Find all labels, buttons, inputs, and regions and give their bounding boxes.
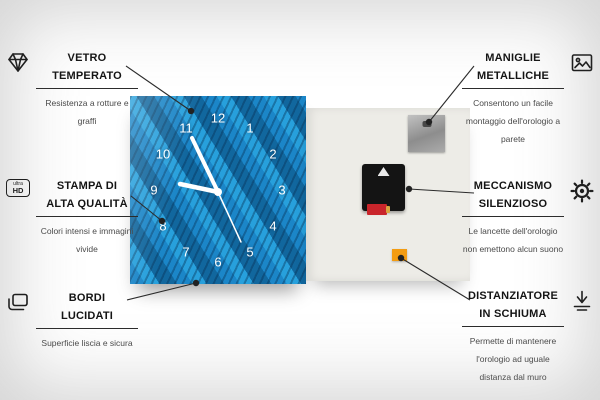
callout-title: STAMPA DI ALTA QUALITÀ: [46, 180, 128, 210]
callout-text: BORDI LUCIDATI Superficie liscia e sicur…: [36, 288, 138, 351]
clock-number: 3: [278, 182, 286, 198]
callout-title: MANIGLIE METALLICHE: [476, 52, 550, 82]
clock-number: 8: [159, 218, 167, 234]
foam-spacer-icon: [570, 289, 594, 313]
clock-number: 5: [246, 244, 254, 260]
callout-text: MECCANISMO SILENZIOSO Le lancette dell'o…: [462, 176, 564, 257]
divider: [36, 328, 138, 329]
callout-text: VETRO TEMPERATO Resistenza a rotture e g…: [36, 48, 138, 129]
callout-vetro-temperato: VETRO TEMPERATO Resistenza a rotture e g…: [6, 48, 138, 129]
callout-subtitle: Resistenza a rotture e graffi: [45, 98, 129, 126]
callout-stampa-alta-qualita: ultra HD STAMPA DI ALTA QUALITÀ Colori i…: [6, 176, 138, 257]
battery: [367, 204, 390, 215]
callout-bordi-lucidati: BORDI LUCIDATI Superficie liscia e sicur…: [6, 288, 138, 351]
divider: [462, 88, 564, 89]
clock-number: 11: [179, 120, 193, 136]
clock-number: 6: [214, 254, 222, 270]
callout-subtitle: Le lancette dell'orologio non emettono a…: [462, 226, 564, 254]
callout-title: BORDI LUCIDATI: [60, 292, 114, 322]
clock-back-image: [306, 108, 470, 281]
callout-title: DISTANZIATORE IN SCHIUMA: [468, 290, 558, 320]
callout-distanziatore-schiuma: DISTANZIATORE IN SCHIUMA Permette di man…: [462, 286, 594, 385]
divider: [462, 216, 564, 217]
callout-subtitle: Consentono un facile montaggio dell'orol…: [465, 98, 561, 144]
clock-number: 7: [182, 244, 190, 260]
metal-hanging-plate: [408, 115, 445, 152]
clock-number: 12: [210, 110, 226, 126]
ultra-hd-icon-text-top: ultra: [13, 180, 23, 187]
clock-mechanism: [362, 164, 405, 215]
clock-front-image: 1 2 3 4 5 6 7 8 9 10 11 12: [130, 96, 306, 284]
callout-text: DISTANZIATORE IN SCHIUMA Permette di man…: [462, 286, 564, 385]
callout-title: VETRO TEMPERATO: [52, 52, 122, 82]
clock-number: 1: [246, 120, 254, 136]
clock-number: 10: [155, 146, 171, 162]
diamond-icon: [6, 51, 30, 75]
callout-subtitle: Colori intensi e immagini vivide: [40, 226, 134, 254]
callout-meccanismo-silenzioso: MECCANISMO SILENZIOSO Le lancette dell'o…: [462, 176, 594, 257]
polished-edges-icon: [6, 291, 30, 315]
clock-number: 2: [269, 146, 277, 162]
clock-number: 9: [150, 182, 158, 198]
hanging-slot: [422, 121, 431, 127]
callout-text: STAMPA DI ALTA QUALITÀ Colori intensi e …: [36, 176, 138, 257]
callout-text: MANIGLIE METALLICHE Consentono un facile…: [462, 48, 564, 147]
callout-title: MECCANISMO SILENZIOSO: [473, 180, 553, 210]
minute-hand: [190, 136, 220, 194]
second-hand: [217, 191, 242, 243]
callout-maniglie-metalliche: MANIGLIE METALLICHE Consentono un facile…: [462, 48, 594, 147]
clock-number: 4: [269, 218, 277, 234]
ultra-hd-icon-text-bottom: HD: [12, 185, 24, 195]
hour-hand: [177, 181, 221, 195]
divider: [36, 216, 138, 217]
callout-subtitle: Superficie liscia e sicura: [41, 338, 133, 348]
ultra-hd-icon: ultra HD: [6, 179, 30, 203]
clock-center-cap: [214, 188, 222, 196]
foam-spacer: [392, 249, 407, 261]
mechanism-hanger: [377, 167, 390, 176]
picture-frame-icon: [570, 51, 594, 75]
gear-icon: [570, 179, 594, 203]
callout-subtitle: Permette di mantenere l'orologio ad ugua…: [469, 336, 557, 382]
divider: [36, 88, 138, 89]
divider: [462, 326, 564, 327]
